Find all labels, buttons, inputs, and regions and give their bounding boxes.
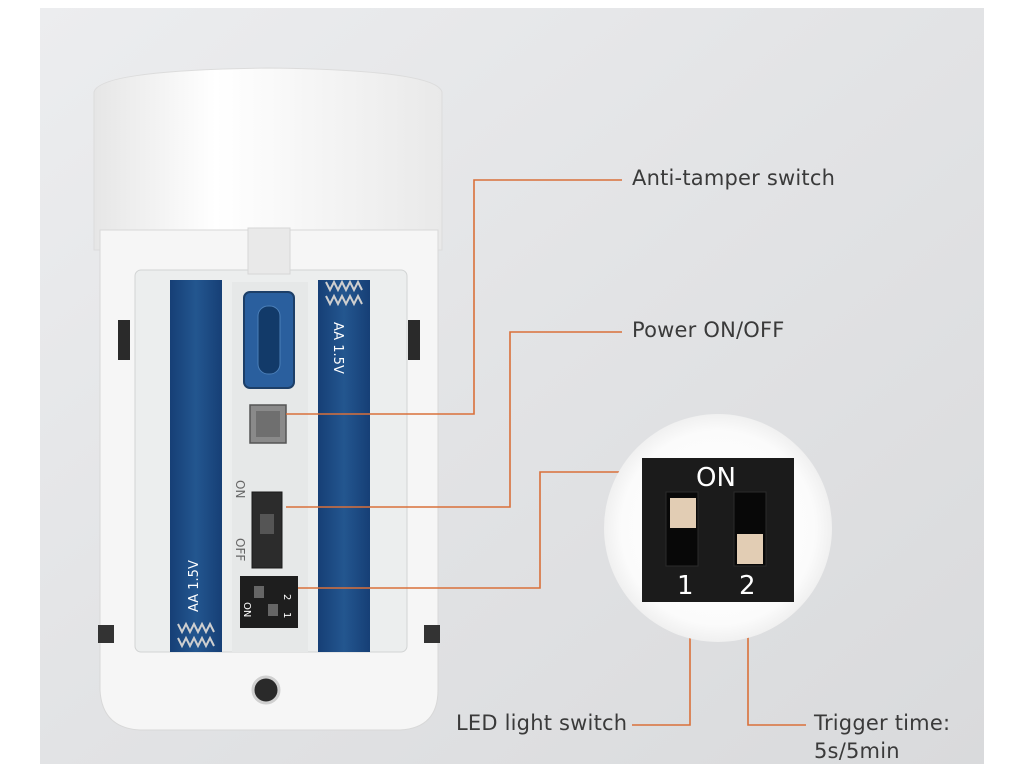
right-foot xyxy=(424,625,440,643)
dip-zoom-num-2: 2 xyxy=(739,571,756,601)
power-switch-knob xyxy=(260,514,274,534)
dip-zoom-knob-2 xyxy=(737,534,763,564)
battery-label-right: AA 1.5V xyxy=(330,322,345,374)
dip-zoom-num-1: 1 xyxy=(677,571,694,601)
usb-c-port xyxy=(258,306,280,374)
screw-hole xyxy=(253,677,279,703)
callout-led: LED light switch xyxy=(456,711,627,735)
dip-zoom-knob-1 xyxy=(670,498,696,528)
power-on-label: ON xyxy=(233,480,247,498)
device-top-cap xyxy=(94,68,442,250)
dip-zoom-callout: ON 1 2 xyxy=(604,414,832,642)
dip-zoom-on-label: ON xyxy=(696,463,736,493)
callout-trigger-value: 5s/5min xyxy=(814,739,900,763)
right-clip xyxy=(408,320,420,360)
left-foot xyxy=(98,625,114,643)
callout-power: Power ON/OFF xyxy=(632,318,785,342)
small-dip-1: 1 xyxy=(281,612,292,618)
power-off-label: OFF xyxy=(233,538,247,561)
callout-trigger-title: Trigger time: xyxy=(814,711,950,735)
small-dip-2: 2 xyxy=(281,594,292,600)
sensor-device: AA 1.5V AA 1.5V ON OFF ON 1 2 xyxy=(94,68,442,730)
callout-anti-tamper: Anti-tamper switch xyxy=(632,166,835,190)
small-dip-on: ON xyxy=(241,602,252,617)
left-clip xyxy=(118,320,130,360)
top-notch xyxy=(248,228,290,274)
battery-label-left: AA 1.5V xyxy=(187,560,202,612)
